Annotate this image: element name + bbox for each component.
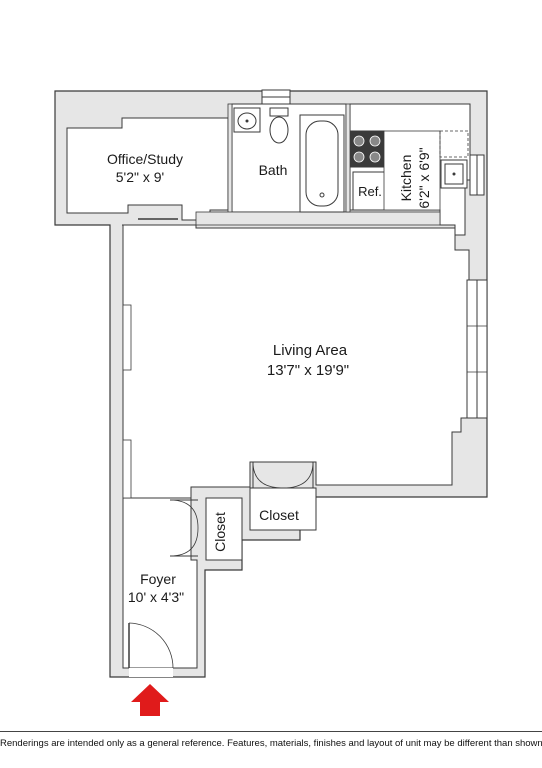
left-wall-jog-lower xyxy=(122,439,132,499)
bath-label: Bath xyxy=(259,162,288,178)
living-name-label: Living Area xyxy=(273,342,348,359)
closet-right-doors xyxy=(252,461,314,489)
bath-window xyxy=(261,89,291,105)
closet-left-label: Closet xyxy=(212,512,228,552)
closet-left-floor xyxy=(205,497,243,561)
bathtub-icon xyxy=(299,114,345,213)
dishwasher-outline xyxy=(439,130,469,158)
kitchen-divider xyxy=(345,103,351,213)
left-wall-jog xyxy=(122,304,132,371)
disclaimer-divider xyxy=(0,731,542,732)
kitchen-name-label: Kitchen xyxy=(398,155,414,202)
closet-left-doors xyxy=(169,499,199,557)
kitchen-counter xyxy=(383,130,441,211)
kitchen-sink-icon xyxy=(440,159,468,189)
entry-arrow-icon xyxy=(131,684,169,716)
bath-bottom-wall xyxy=(195,211,441,226)
toilet-icon xyxy=(269,107,289,144)
entry-door xyxy=(128,622,174,677)
closet-right-label: Closet xyxy=(259,507,299,523)
closet-right-floor xyxy=(249,487,317,531)
foyer-name-label: Foyer xyxy=(140,571,176,587)
kitchen-window xyxy=(469,154,485,196)
office-dims-label: 5'2" x 9' xyxy=(116,169,164,185)
corridor-floor xyxy=(122,497,198,669)
living-dims-label: 13'7" x 19'9" xyxy=(267,362,349,379)
stove-icon xyxy=(350,130,385,168)
living-window xyxy=(466,279,488,419)
refrigerator-box xyxy=(352,171,388,211)
refrigerator-label: Ref. xyxy=(358,184,382,199)
kitchen-dims-label: 6'2" x 6'9" xyxy=(416,147,432,208)
bath-wall xyxy=(227,103,233,225)
foyer-dims-label: 10' x 4'3" xyxy=(128,589,184,605)
sink-icon xyxy=(233,107,261,133)
disclaimer-text: Renderings are intended only as a genera… xyxy=(0,738,542,749)
office-name-label: Office/Study xyxy=(107,151,183,167)
